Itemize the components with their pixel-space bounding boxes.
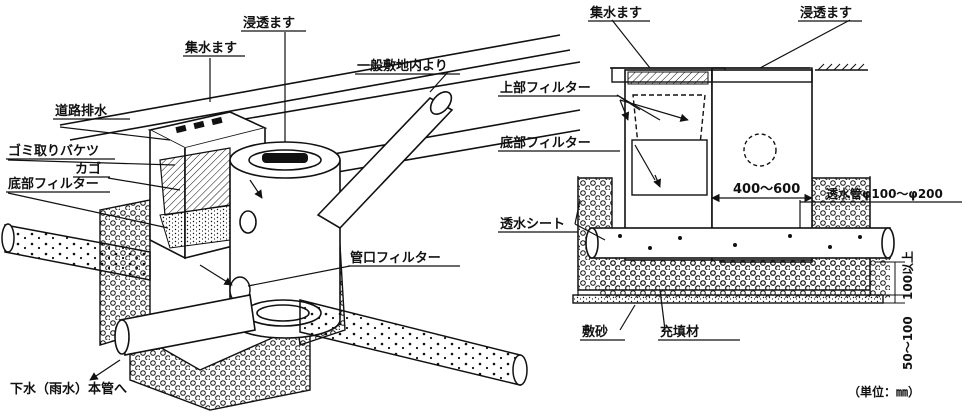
label-width-dimension: 400～600 (733, 182, 800, 197)
gravel-lower-band (600, 258, 890, 298)
label-road-drainage: 道路排水 (55, 103, 108, 119)
label-top-filter: 上部フィルター (500, 80, 591, 96)
permeable-pipe-left (1, 223, 151, 281)
base-sand-layer (572, 294, 884, 304)
pipe-from-site (316, 90, 454, 230)
label-basket: カゴ (75, 161, 101, 177)
label-to-main-sewer: 下水（雨水）本管へ (10, 381, 127, 397)
label-trash-bucket: ゴミ取りバケツ (8, 143, 99, 159)
label-collection-basin-left: 集水ます (184, 40, 237, 56)
label-depth-100: 100以上 (900, 251, 915, 300)
label-unit: （単位：㎜） (848, 384, 920, 399)
label-depth-50-100: 50～100 (901, 316, 915, 370)
label-fill-material: 充填材 (660, 324, 699, 340)
infiltration-basin-cylinder (229, 141, 341, 339)
left-isometric-view: 集水ます 浸透ます 一般敷地内より 道路排水 ゴミ取りバケツ カゴ 底部フィルタ… (1, 15, 581, 411)
permeable-pipe-right (299, 299, 528, 386)
outlet-pipe-to-main (114, 294, 256, 356)
label-permeable-pipe: 透水管φ100～φ200 (826, 186, 943, 201)
dimension-lines (711, 193, 905, 304)
right-section-view: 集水ます 浸透ます 上部フィルター 底部フィルター 透水管φ100～φ200 4… (498, 5, 962, 399)
permeable-pipe-section (585, 227, 895, 259)
label-infiltration-basin-right: 浸透ます (800, 5, 852, 21)
label-base-sand: 敷砂 (582, 324, 608, 340)
left-leader-lines (7, 32, 449, 381)
label-infiltration-basin-left: 浸透ます (243, 15, 295, 31)
label-bottom-filter-right: 底部フィルター (500, 135, 591, 151)
label-collection-basin-right: 集水ます (589, 5, 642, 21)
label-bottom-filter-left: 底部フィルター (8, 176, 99, 192)
right-leader-lines (574, 19, 851, 331)
label-permeable-sheet: 透水シート (500, 216, 565, 232)
label-pipe-filter: 管口フィルター (350, 250, 441, 266)
label-from-site: 一般敷地内より (357, 58, 448, 74)
